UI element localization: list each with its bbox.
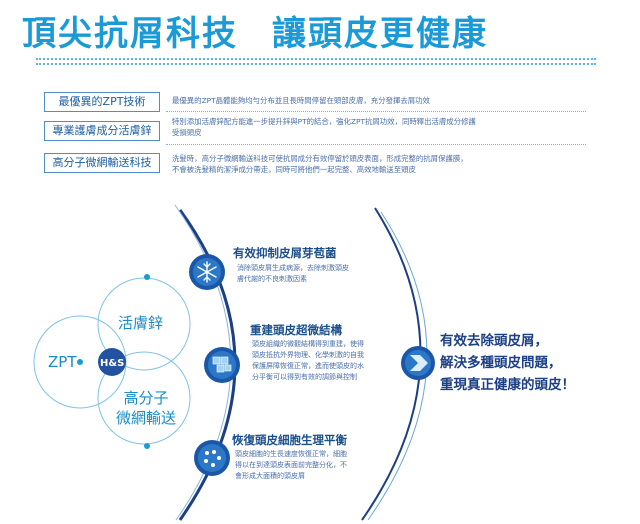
venn-label-polymer: 高分子 微網輸送 (115, 389, 176, 427)
title-divider-bottom (36, 63, 596, 65)
venn-label-hs: H&S (100, 358, 125, 369)
tech-label-zpt: 最優異的ZPT技術 (44, 92, 160, 112)
tech-desc-zinc: 特別添加活膚鋅配方能進一步提升鋅與PT的結合，強化ZPT抗屑功效，同時釋出活膚成… (172, 117, 476, 137)
result-summary: 有效去除頭皮屑， 解決多種頭皮問題， 重現真正健康的頭皮！ (440, 333, 575, 393)
hs-badge (98, 348, 126, 376)
cubes-icon (204, 347, 240, 383)
tech-label-zinc: 專業護膚成分活膚鋅 (44, 121, 160, 141)
venn-label-zinc: 活膚鋅 (118, 314, 164, 332)
row-separator (166, 111, 586, 112)
feature-title-balance: 恢復頭皮細胞生理平衡 (232, 433, 347, 447)
cells-icon (194, 440, 230, 476)
title-part-1: 頂尖抗屑科技 (22, 14, 238, 54)
page-title: 頂尖抗屑科技讓頭皮更健康 (22, 6, 488, 55)
venn-circles (33, 274, 191, 449)
tech-desc-polymer: 洗髮時，高分子微網輸送科技可使抗屑成分有效停留於頭皮表面，形成完整的抗屑保護膜，… (172, 154, 468, 174)
feature-text-structure: 頭皮組織的微觀結構得到重建，使得 頭皮抵抗外界物理、化學刺激的自我 保護屏障恢復… (252, 340, 364, 381)
feature-title-structure: 重建頭皮超微結構 (250, 323, 342, 337)
title-part-2: 讓頭皮更健康 (272, 14, 488, 54)
row-separator (166, 144, 586, 145)
feature-text-bacteria: 消除頭皮屑生成病源，去除刺激頭皮 膚代謝的不良刺激因素 (237, 264, 349, 283)
arrow-icon (401, 346, 435, 380)
venn-label-zpt: ZPT (48, 353, 77, 371)
tech-desc-zpt: 最優異的ZPT晶體能夠均勻分布並且長時間停留在頭部皮膚，充分發揮去屑功效 (172, 96, 430, 105)
feature-title-bacteria: 有效抑制皮屑芽苞菌 (233, 246, 337, 260)
tech-label-polymer: 高分子微網輸送科技 (44, 153, 160, 173)
feature-text-balance: 頭皮細胞的生長速度恢復正常，細胞 得以在到達頭皮表面前完整分化，不 會形成大面積… (235, 450, 347, 480)
title-divider-top (36, 58, 596, 60)
snowflake-icon (189, 254, 225, 290)
